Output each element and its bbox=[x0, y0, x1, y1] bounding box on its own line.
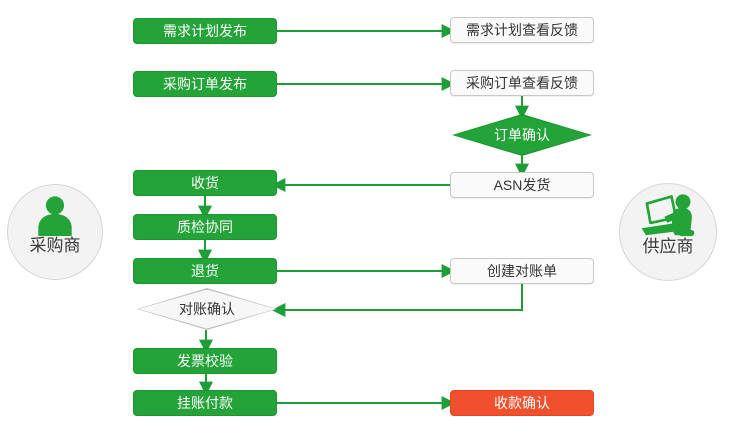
node-label: 挂账付款 bbox=[177, 395, 233, 411]
node-payment-receipt-confirm: 收款确认 bbox=[450, 390, 594, 416]
node-label: 收款确认 bbox=[494, 395, 550, 411]
actor-buyer-label: 采购商 bbox=[29, 236, 81, 255]
node-label: 订单确认 bbox=[494, 127, 550, 143]
person-laptop-icon bbox=[641, 194, 695, 237]
node-label: 质检协同 bbox=[177, 219, 233, 235]
person-icon bbox=[38, 196, 72, 236]
node-label: 收货 bbox=[191, 175, 219, 191]
actor-buyer: 采购商 bbox=[7, 184, 103, 280]
node-label: 发票校验 bbox=[177, 353, 233, 369]
actor-supplier-label: 供应商 bbox=[642, 237, 694, 256]
node-label: 退货 bbox=[191, 263, 219, 279]
node-return-goods: 退货 bbox=[133, 258, 277, 284]
node-po-publish: 采购订单发布 bbox=[133, 71, 277, 97]
node-demand-plan-publish: 需求计划发布 bbox=[133, 18, 277, 44]
node-label: ASN发货 bbox=[493, 177, 551, 193]
node-po-view-feedback: 采购订单查看反馈 bbox=[450, 70, 594, 96]
node-label: 创建对账单 bbox=[487, 263, 557, 279]
node-receive-goods: 收货 bbox=[133, 170, 277, 196]
node-asn-ship: ASN发货 bbox=[450, 172, 594, 198]
node-label: 采购订单发布 bbox=[163, 76, 247, 92]
actor-supplier: 供应商 bbox=[619, 183, 717, 281]
node-create-recon-statement: 创建对账单 bbox=[450, 258, 594, 284]
node-label: 需求计划发布 bbox=[163, 23, 247, 39]
node-payment-on-account: 挂账付款 bbox=[133, 390, 277, 416]
node-demand-plan-view-feedback: 需求计划查看反馈 bbox=[450, 17, 594, 43]
node-invoice-verify: 发票校验 bbox=[133, 348, 277, 374]
node-label: 采购订单查看反馈 bbox=[466, 75, 578, 91]
node-recon-confirm-decision: 对账确认 bbox=[137, 288, 277, 330]
node-order-confirm-decision: 订单确认 bbox=[452, 114, 592, 156]
node-label: 对账确认 bbox=[179, 301, 235, 317]
arrow-recon-create-to-recon-confirm bbox=[271, 284, 523, 317]
node-label: 需求计划查看反馈 bbox=[466, 22, 578, 38]
node-quality-collab: 质检协同 bbox=[133, 214, 277, 240]
